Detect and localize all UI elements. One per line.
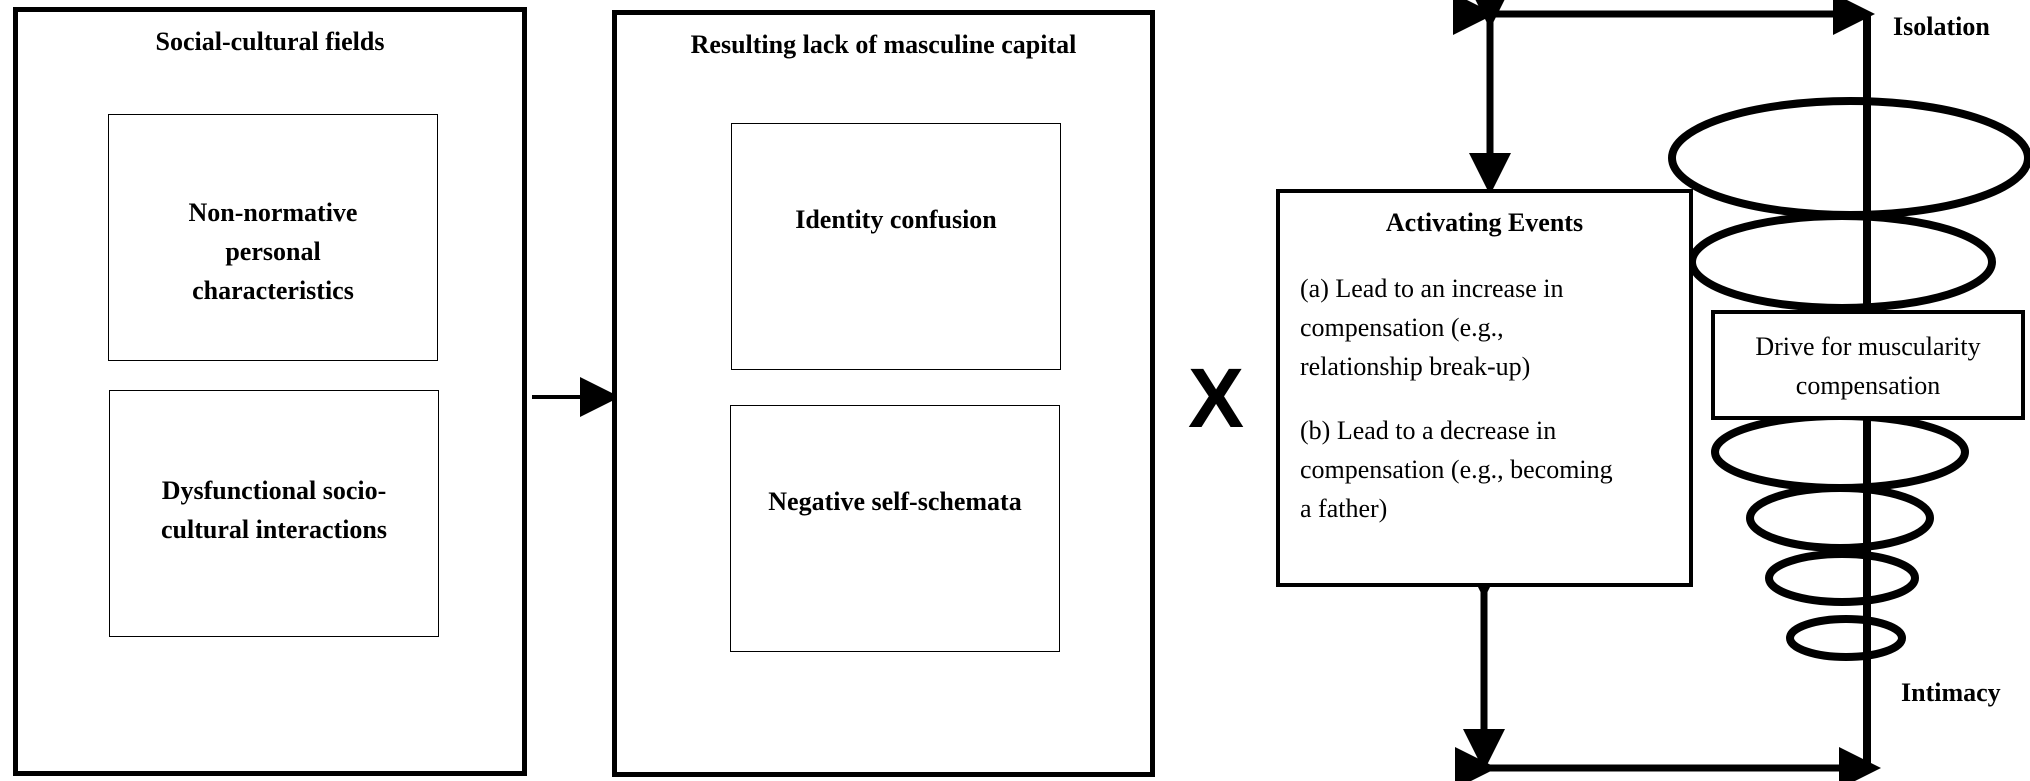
identity-box: Identity confusion bbox=[731, 123, 1061, 370]
drive-text: Drive for muscularity compensation bbox=[1715, 327, 2021, 405]
dysfunctional-line-1: Dysfunctional socio- bbox=[161, 476, 387, 505]
capital-title: Resulting lack of masculine capital bbox=[690, 30, 1077, 59]
multiply-operator: X bbox=[1188, 351, 1245, 445]
non-normative-text: Non-normative personal characteristics bbox=[109, 193, 437, 310]
intimacy-label: Intimacy bbox=[1901, 678, 2001, 707]
self-schemata-box: Negative self-schemata bbox=[730, 405, 1060, 652]
paragraph-b-line-1: (b) Lead to a decrease in bbox=[1300, 416, 1557, 445]
fields-box: Social-cultural fields Non-normative per… bbox=[13, 7, 527, 776]
drive-line-1: Drive for muscularity bbox=[1755, 332, 1981, 361]
drive-box: Drive for muscularity compensation bbox=[1711, 310, 2025, 420]
dysfunctional-text: Dysfunctional socio- cultural interactio… bbox=[110, 471, 438, 549]
fields-title: Social-cultural fields bbox=[155, 27, 385, 56]
activating-events-title: Activating Events bbox=[1385, 208, 1584, 237]
non-normative-line-2: personal bbox=[225, 237, 321, 266]
identity-text: Identity confusion bbox=[795, 205, 997, 234]
paragraph-b-line-2: compensation (e.g., becoming bbox=[1300, 455, 1613, 484]
activating-events-box: Activating Events (a) Lead to an increas… bbox=[1276, 189, 1693, 587]
capital-box: Resulting lack of masculine capital Iden… bbox=[612, 10, 1155, 777]
paragraph-a-line-1: (a) Lead to an increase in bbox=[1300, 274, 1564, 303]
paragraph-a-line-3: relationship break-up) bbox=[1300, 352, 1531, 381]
drive-line-2: compensation bbox=[1795, 371, 1941, 400]
paragraph-b: (b) Lead to a decrease in compensation (… bbox=[1300, 411, 1613, 528]
self-schemata-text: Negative self-schemata bbox=[768, 487, 1022, 516]
spiral-coil bbox=[1668, 97, 2030, 661]
non-normative-line-1: Non-normative bbox=[188, 198, 358, 227]
paragraph-b-line-3: a father) bbox=[1300, 494, 1388, 523]
isolation-label: Isolation bbox=[1893, 12, 1990, 41]
dysfunctional-box: Dysfunctional socio- cultural interactio… bbox=[109, 390, 439, 637]
dysfunctional-line-2: cultural interactions bbox=[160, 515, 388, 544]
non-normative-line-3: characteristics bbox=[192, 276, 354, 305]
paragraph-a: (a) Lead to an increase in compensation … bbox=[1300, 269, 1563, 386]
paragraph-a-line-2: compensation (e.g., bbox=[1300, 313, 1504, 342]
non-normative-box: Non-normative personal characteristics bbox=[108, 114, 438, 361]
